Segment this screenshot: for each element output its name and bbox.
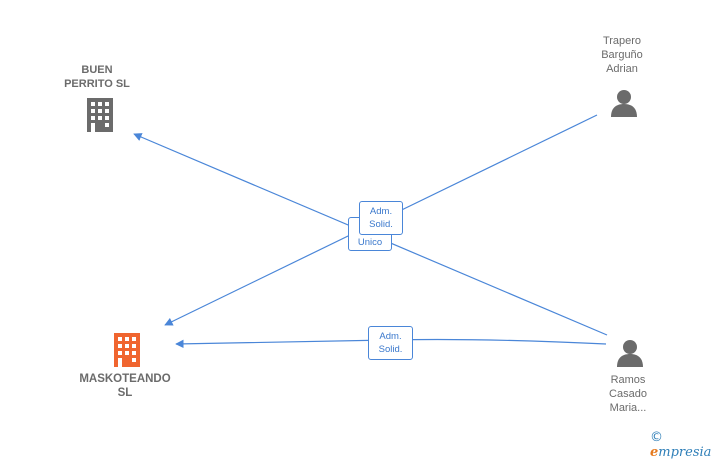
person-label-trapero[interactable]: Trapero Barguño Adrian <box>601 35 643 75</box>
building-icon <box>114 333 140 367</box>
edge-label-adm-solid-ramos: Adm. Solid. <box>368 326 413 360</box>
person-label-ramos[interactable]: Ramos Casado Maria... <box>609 374 647 414</box>
edge-label-adm-solid-trapero: Adm. Solid. <box>359 201 403 235</box>
company-label-buen-perrito[interactable]: BUEN PERRITO SL <box>64 64 130 90</box>
brand-name: mpresia <box>658 445 712 460</box>
copyright-symbol: © <box>650 430 663 445</box>
company-label-maskoteando[interactable]: MASKOTEANDO SL <box>79 373 171 399</box>
brand-logo: © empresia <box>650 430 728 460</box>
person-icon <box>611 90 637 117</box>
person-icon <box>617 340 643 367</box>
building-icon <box>87 98 113 132</box>
